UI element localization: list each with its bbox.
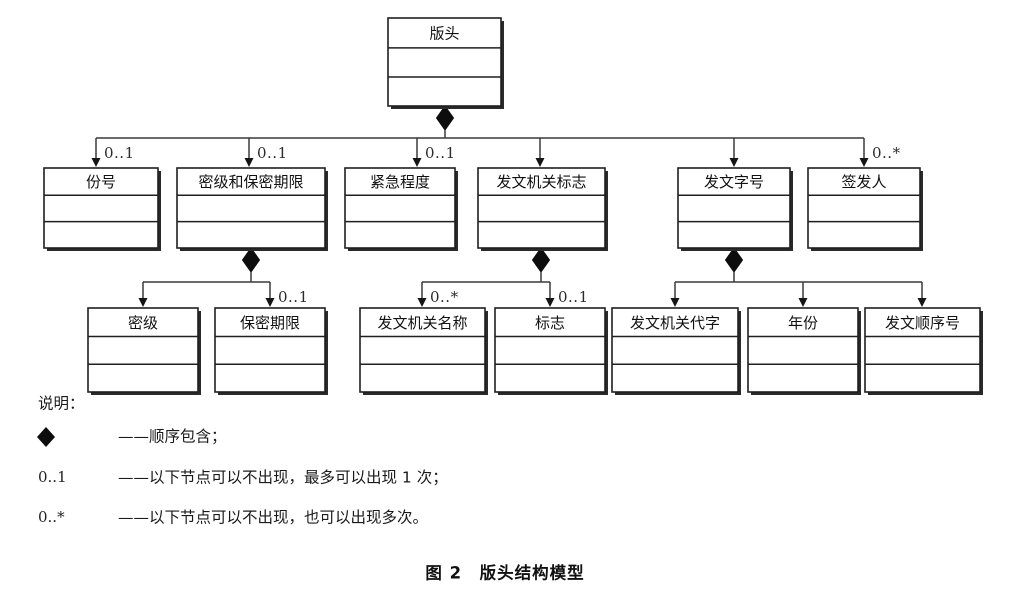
box-outline: [611, 307, 739, 393]
miji-diamond-icon: [241, 247, 261, 273]
box-label: 发文机关名称: [377, 314, 467, 332]
multiplicity-label-miji-baomi: 0..1: [257, 144, 288, 162]
box-label: 密级: [128, 314, 158, 332]
class-box-fawen-zihao[interactable]: 发文字号: [677, 167, 793, 251]
zihao-arrow-2: [917, 298, 927, 307]
class-box-biaozhi[interactable]: 标志: [494, 307, 608, 395]
root-arrow-0: [91, 158, 101, 167]
legend-key-3: 0..*: [38, 508, 65, 526]
biaozhi-diamond-icon: [531, 247, 551, 273]
box-label: 发文机关标志: [496, 173, 586, 191]
class-box-fenhao[interactable]: 份号: [43, 167, 161, 251]
box-label: 密级和保密期限: [198, 173, 303, 191]
box-label: 保密期限: [240, 314, 300, 332]
box-label: 版头: [429, 24, 459, 42]
box-outline: [359, 307, 486, 393]
box-outline: [87, 307, 199, 393]
box-label: 紧急程度: [370, 173, 430, 191]
box-label: 标志: [535, 314, 565, 332]
box-label: 发文顺序号: [885, 314, 960, 332]
class-box-shunxuhao[interactable]: 发文顺序号: [864, 307, 983, 395]
connector-layer: [91, 105, 927, 307]
box-label: 年份: [788, 314, 818, 332]
class-box-fawen-biaozhi[interactable]: 发文机关标志: [477, 167, 608, 251]
box-label: 发文机关代字: [630, 314, 720, 332]
class-box-miji-baomi[interactable]: 密级和保密期限: [176, 167, 328, 251]
multiplicity-label-baomiqixian: 0..1: [278, 288, 309, 306]
zihao-arrow-0: [670, 298, 680, 307]
box-outline: [344, 167, 456, 249]
multiplicity-label-qianfaren: 0..*: [872, 144, 901, 162]
box-outline: [176, 167, 326, 249]
class-box-baomiqixian[interactable]: 保密期限: [214, 307, 328, 395]
multiplicity-label-jiguan-name: 0..*: [430, 288, 459, 306]
root-arrow-1: [244, 158, 254, 167]
box-outline: [387, 17, 502, 107]
box-label: 份号: [86, 173, 116, 191]
zihao-diamond-icon: [724, 247, 744, 273]
multiplicity-label-layer: 0..1 0..1 0..1 0..* 0..1 0..* 0..1: [104, 144, 901, 306]
legend-layer: 说明： ——顺序包含； 0..1 ——以下节点可以不出现，最多可以出现 1 次； 0..…: [37, 395, 448, 527]
class-box-jinji[interactable]: 紧急程度: [344, 167, 458, 251]
box-outline: [864, 307, 981, 393]
multiplicity-label-biaozhi: 0..1: [558, 288, 589, 306]
zihao-arrow-1: [798, 298, 808, 307]
class-box-jiguan-name[interactable]: 发文机关名称: [359, 307, 488, 395]
legend-key-2: 0..1: [38, 468, 67, 486]
class-box-版头[interactable]: 版头: [387, 17, 504, 109]
box-outline: [477, 167, 606, 249]
root-arrow-3: [535, 158, 545, 167]
box-outline: [747, 307, 859, 393]
box-outline: [807, 167, 921, 249]
legend-title: 说明：: [38, 395, 85, 413]
box-label: 发文字号: [704, 173, 764, 191]
class-box-jiguan-daizi[interactable]: 发文机关代字: [611, 307, 741, 395]
multiplicity-label-fenhao: 0..1: [104, 144, 135, 162]
root-arrow-5: [859, 158, 869, 167]
root-diamond-icon: [435, 105, 455, 131]
root-arrow-2: [412, 158, 422, 167]
biaozhi-arrow-0: [417, 298, 427, 307]
class-box-nianfen[interactable]: 年份: [747, 307, 861, 395]
miji-arrow-1: [265, 298, 275, 307]
legend-description-1: ——顺序包含；: [118, 428, 227, 446]
box-outline: [214, 307, 326, 393]
box-outline: [677, 167, 791, 249]
class-box-miji[interactable]: 密级: [87, 307, 201, 395]
legend-diamond-icon: [37, 427, 55, 447]
box-outline: [494, 307, 606, 393]
miji-arrow-0: [138, 298, 148, 307]
legend-description-3: ——以下节点可以不出现，也可以出现多次。: [118, 509, 428, 527]
box-label: 签发人: [841, 173, 886, 191]
class-box-qianfaren[interactable]: 签发人: [807, 167, 923, 251]
biaozhi-arrow-1: [545, 298, 555, 307]
box-outline: [43, 167, 159, 249]
figure-caption: 图 2 版头结构模型: [425, 563, 584, 583]
multiplicity-label-jinji: 0..1: [425, 144, 456, 162]
root-arrow-4: [729, 158, 739, 167]
legend-description-2: ——以下节点可以不出现，最多可以出现 1 次；: [118, 469, 448, 487]
